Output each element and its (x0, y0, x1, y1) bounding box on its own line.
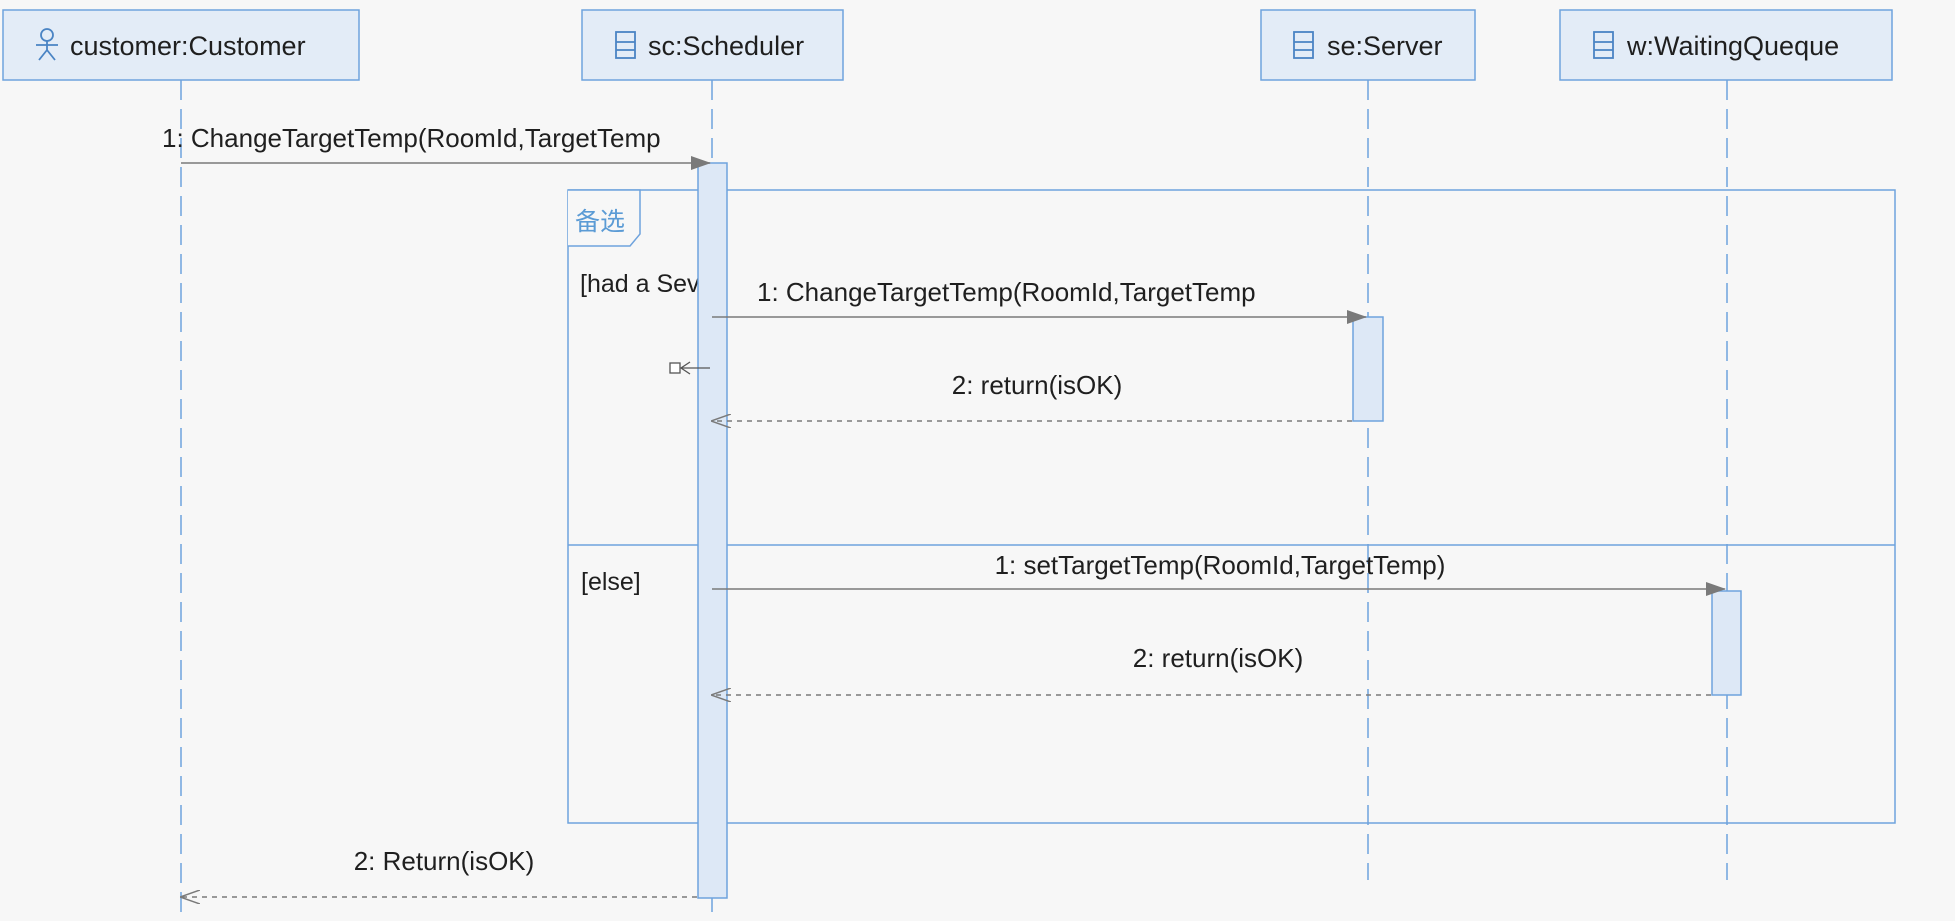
fragment-frame (567, 189, 1896, 824)
activation-sc[interactable] (697, 162, 728, 899)
participant-sc[interactable]: sc:Scheduler (581, 9, 844, 81)
message-label-3: 2: return(isOK) (952, 370, 1123, 400)
activation-w[interactable] (1711, 590, 1742, 696)
guard-else: [else] (581, 568, 641, 596)
message-label-1: 1: ChangeTargetTemp(RoomId,TargetTemp (162, 123, 661, 153)
participant-customer[interactable]: customer:Customer (2, 9, 360, 81)
participant-label: sc:Scheduler (648, 31, 804, 61)
actor-icon (36, 28, 58, 61)
lifelines (180, 80, 1728, 921)
message-label-5: 2: return(isOK) (1133, 643, 1304, 673)
class-icon (615, 31, 636, 59)
messages: 1: ChangeTargetTemp(RoomId,TargetTemp 1:… (162, 123, 1726, 897)
activations (697, 162, 1742, 899)
class-icon (1593, 31, 1614, 59)
message-label-6: 2: Return(isOK) (354, 846, 535, 876)
participant-label: se:Server (1327, 31, 1443, 61)
participant-label: w:WaitingQueque (1626, 31, 1839, 61)
participant-box (581, 9, 844, 81)
participant-se[interactable]: se:Server (1260, 9, 1476, 81)
gate-handle-icon[interactable] (669, 361, 710, 375)
participant-box (1260, 9, 1476, 81)
participant-w[interactable]: w:WaitingQueque (1559, 9, 1893, 81)
participant-box (2, 9, 360, 81)
participant-label: customer:Customer (70, 31, 306, 61)
fragment-operator-label: 备选 (575, 208, 625, 236)
class-icon (1293, 31, 1314, 59)
message-label-2: 1: ChangeTargetTemp(RoomId,TargetTemp (757, 277, 1256, 307)
message-label-4: 1: setTargetTemp(RoomId,TargetTemp) (995, 550, 1446, 580)
activation-se[interactable] (1352, 316, 1384, 422)
participant-box (1559, 9, 1893, 81)
fragment-operator-tab (568, 189, 641, 247)
